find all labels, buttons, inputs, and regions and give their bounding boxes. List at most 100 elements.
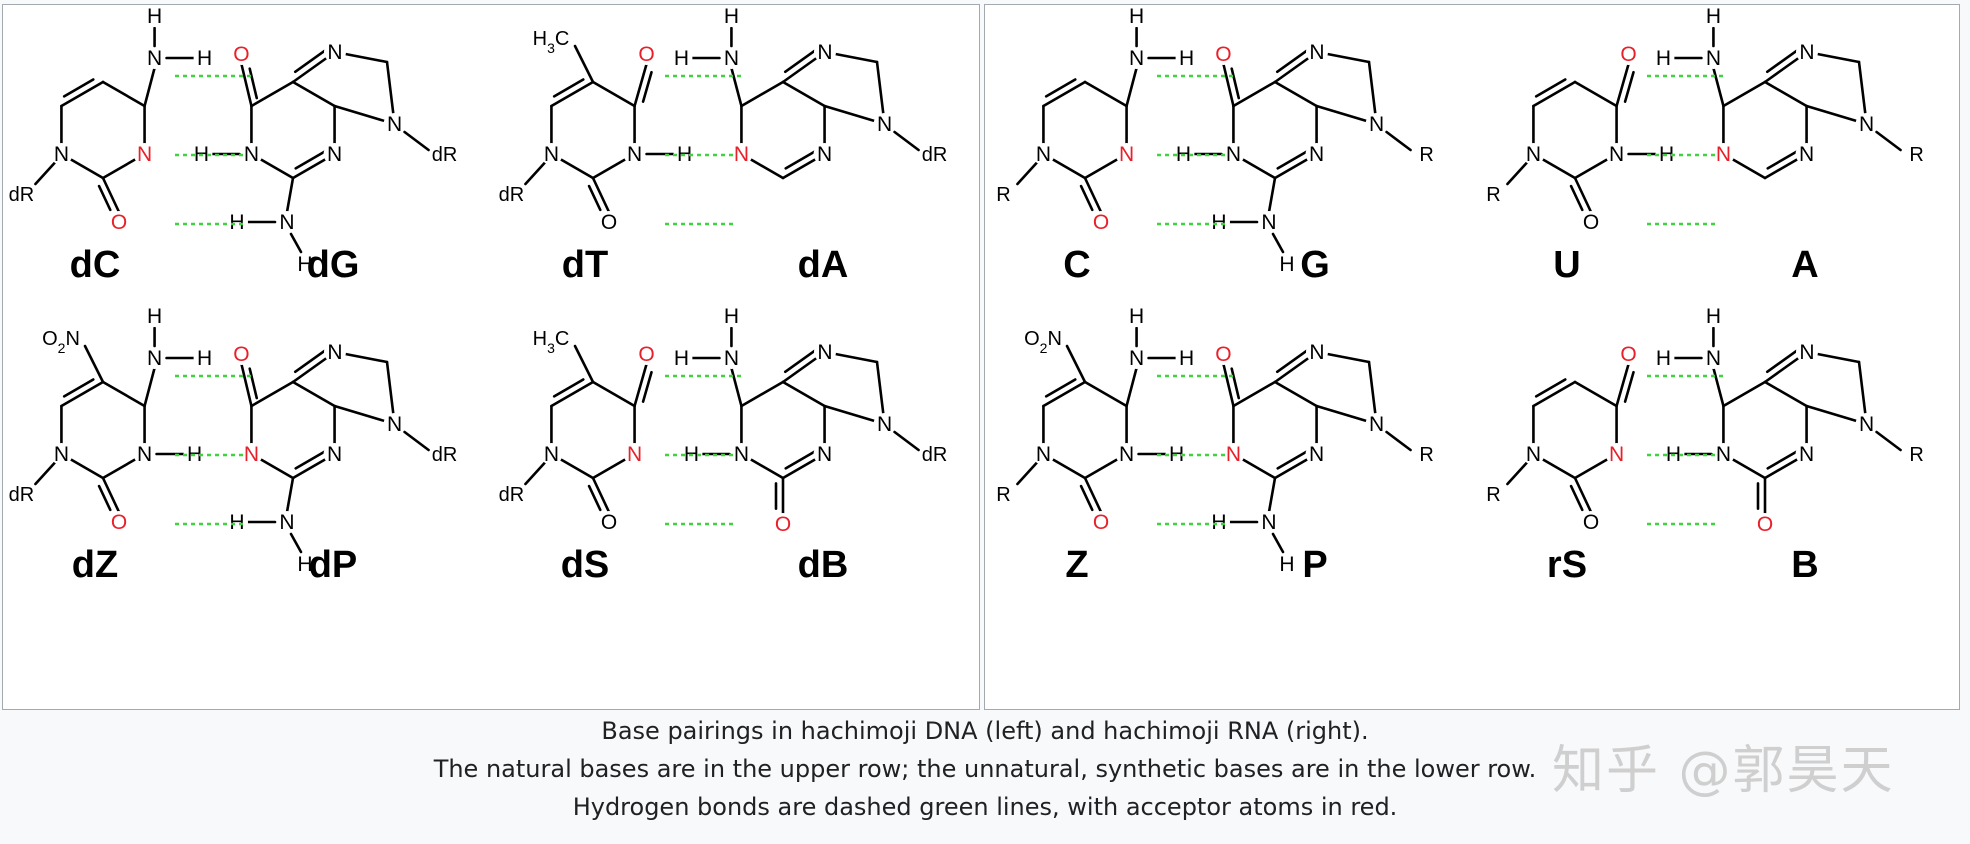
bond-line (1573, 176, 1593, 214)
bond-line (1712, 366, 1725, 408)
atom-H: H (1211, 211, 1226, 234)
atom-O: O (601, 511, 617, 534)
sugar-label: R (1486, 484, 1500, 506)
sugar-label: R (996, 184, 1010, 206)
atom-mask (1258, 511, 1280, 533)
atom-N: N (817, 41, 832, 64)
atom-mask (294, 553, 316, 575)
atom-H: H (1179, 47, 1194, 70)
atom-N: N (1261, 511, 1276, 534)
atom-N: N (1129, 347, 1144, 370)
double-bond-line (587, 484, 602, 512)
double-bond-line (1079, 184, 1094, 212)
base-label-dC: dC (70, 244, 121, 286)
atom-H: H (1279, 253, 1294, 276)
atom-N: N (1706, 347, 1721, 370)
atom-mask (1222, 143, 1245, 165)
atom-mask (1522, 443, 1545, 465)
bond-line (1532, 80, 1577, 108)
atom-N: N (1226, 143, 1241, 166)
caption-line-2: The natural bases are in the upper row; … (433, 755, 1537, 783)
sugar-label: R (1486, 184, 1500, 206)
atom-N: N (1261, 211, 1276, 234)
double-bond-line (1230, 67, 1241, 100)
atom-N: N (1226, 443, 1241, 466)
atom-mask (1115, 143, 1138, 165)
atom-H: H (229, 511, 244, 534)
atom-mask (230, 43, 253, 65)
atom-N: N (327, 143, 342, 166)
bond-line (1615, 362, 1630, 408)
double-bond-line (293, 49, 326, 74)
atom-N: N (544, 443, 559, 466)
double-bond-line (1044, 78, 1077, 98)
double-bond-line (1623, 70, 1635, 103)
sugar-label: R (1419, 144, 1433, 166)
atom-mask (1212, 43, 1235, 65)
atom-N: N (1129, 47, 1144, 70)
atom-mask (323, 143, 346, 165)
bond-line (1083, 80, 1128, 108)
atom-mask (772, 513, 794, 535)
atom-mask (226, 211, 248, 233)
bond-line (1506, 460, 1529, 486)
atom-N: N (327, 41, 342, 64)
double-bond-line (1766, 150, 1799, 170)
atom-mask (720, 347, 743, 369)
atom-mask (324, 41, 346, 63)
bond-line (1125, 66, 1138, 108)
double-bond-line (1275, 349, 1308, 374)
atom-H: H (197, 47, 212, 70)
atom-O: O (1093, 211, 1109, 234)
sugar-label: R (1909, 144, 1923, 166)
atom-mask (1795, 443, 1818, 465)
atom-mask (1125, 5, 1148, 27)
atom-mask (598, 211, 620, 233)
atom-mask (1702, 305, 1725, 327)
atom-N: N (147, 347, 162, 370)
atom-mask (143, 305, 166, 327)
bond-line (1271, 532, 1285, 554)
atom-N: N (244, 143, 259, 166)
atom-mask (1605, 443, 1628, 465)
sugar-label: R (1419, 444, 1433, 466)
atom-H: H (229, 211, 244, 234)
atom-N: N (1859, 113, 1874, 136)
atom-mask (226, 511, 248, 533)
atom-mask (670, 347, 693, 369)
bond-line (1083, 176, 1103, 214)
double-bond-line (293, 349, 326, 374)
caption-line-3: Hydrogen bonds are dashed green lines, w… (572, 793, 1398, 821)
sugar-label: dR (499, 484, 525, 506)
atom-mask (143, 5, 166, 27)
bond-line (240, 62, 253, 108)
atom-N: N (1706, 47, 1721, 70)
atom-O: O (233, 43, 249, 66)
bond-line (633, 362, 648, 408)
double-bond-line (1534, 78, 1567, 98)
atom-mask (1175, 47, 1198, 69)
atom-mask (1258, 211, 1280, 233)
base-label-dZ: dZ (72, 544, 118, 586)
atom-N: N (1309, 41, 1324, 64)
atom-mask (1796, 341, 1818, 363)
bond-line (893, 430, 920, 452)
atom-N: N (1859, 413, 1874, 436)
atom-mask (1702, 47, 1725, 69)
atom-mask (1522, 143, 1545, 165)
atom-mask (1090, 211, 1112, 233)
atom-O: O (638, 43, 654, 66)
atom-N: N (1716, 143, 1731, 166)
atom-N: N (279, 511, 294, 534)
atom-mask (240, 443, 263, 465)
atom-N: N (1799, 41, 1814, 64)
base-label-rS: rS (1547, 544, 1587, 586)
bond-line (1267, 176, 1277, 214)
atom-O: O (601, 211, 617, 234)
atom-H: H (1129, 305, 1144, 328)
atom-O: O (775, 513, 791, 536)
bond-line (143, 66, 156, 108)
